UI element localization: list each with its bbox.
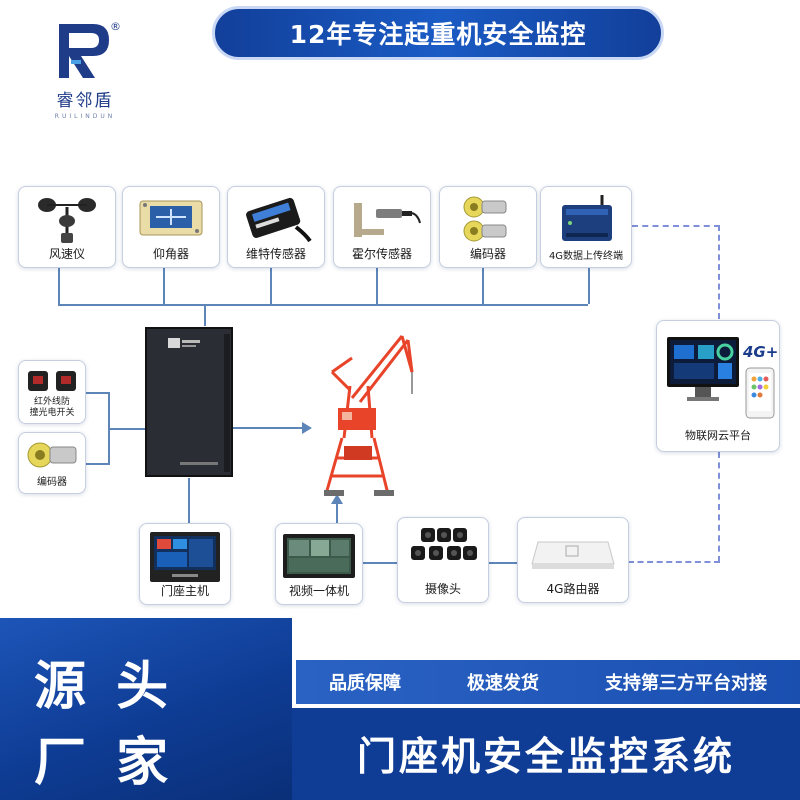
sensor-drop-6	[588, 268, 590, 304]
feature-quality: 品质保障	[329, 673, 401, 694]
router-cloud-dash-h	[628, 561, 720, 563]
sensor-drop-1	[58, 268, 60, 304]
device-card-host-display[interactable]: 门座主机	[139, 523, 231, 605]
sensor-label: 霍尔传感器	[351, 247, 412, 261]
sensor-card-hall-sensor[interactable]: 霍尔传感器	[333, 186, 431, 268]
host-to-crane-arrow	[232, 422, 312, 434]
encoder-icon	[27, 442, 77, 468]
dashboard-monitor-icon	[667, 337, 739, 401]
side-label: 编码器	[37, 477, 67, 488]
feature-third-party: 支持第三方平台对接	[605, 673, 767, 694]
sensor-card-tilt-sensor[interactable]: 维特传感器	[227, 186, 325, 268]
sensor-label: 4G数据上传终端	[548, 251, 624, 262]
brand-pinyin: RUILINDUN	[54, 113, 116, 120]
sensor-label: 仰角器	[152, 247, 189, 261]
sensor-label: 维特传感器	[245, 247, 306, 261]
sensor-card-inclinometer[interactable]: 仰角器	[122, 186, 220, 268]
tilt-sensor-icon	[246, 197, 312, 243]
camera-to-router-line	[489, 562, 517, 564]
feature-fast-shipping: 极速发货	[467, 673, 539, 694]
router-icon	[531, 541, 615, 569]
sensor-card-encoder[interactable]: 编码器	[439, 186, 537, 268]
device-card-router[interactable]: 4G路由器	[517, 517, 629, 603]
left-input-to-host	[108, 428, 148, 430]
terminal-cloud-dash-v	[718, 225, 720, 319]
bus-to-host-line	[204, 304, 206, 326]
sensor-card-anemometer[interactable]: 风速仪	[18, 186, 116, 268]
left-input-line-2	[86, 463, 108, 465]
encoder-icon	[463, 196, 507, 242]
slogan-panel: 源 头 厂 家	[0, 618, 292, 800]
sensor-drop-4	[376, 268, 378, 304]
photoelectric-switch-icon	[28, 371, 76, 391]
device-label: 4G路由器	[546, 582, 600, 596]
device-label: 摄像头	[424, 582, 461, 596]
brand-name: 睿邻盾	[56, 91, 114, 111]
cloud-platform-card[interactable]: 4G+ 物联网云平台	[656, 320, 780, 452]
host-display-icon	[150, 532, 220, 582]
features-bar: 品质保障 极速发货 支持第三方平台对接	[296, 660, 800, 704]
device-card-camera[interactable]: 摄像头	[397, 517, 489, 603]
left-input-line-1	[86, 392, 108, 394]
device-label: 视频一体机	[288, 584, 349, 598]
side-card-photoelectric-switch[interactable]: 红外线防 撞光电开关	[18, 360, 86, 424]
sensor-drop-3	[270, 268, 272, 304]
router-cloud-dash-v	[718, 452, 720, 562]
video-monitor-icon	[283, 534, 355, 578]
slogan-line-2: 厂 家	[34, 733, 175, 793]
brand-logo: ® 睿邻盾 RUILINDUN	[30, 20, 140, 120]
host-cabinet-icon	[145, 327, 233, 477]
slogan-line-1: 源 头	[34, 657, 175, 717]
sensor-drop-5	[482, 268, 484, 304]
side-card-encoder[interactable]: 编码器	[18, 432, 86, 494]
camera-icon	[411, 528, 477, 560]
sensor-card-data-terminal[interactable]: 4G数据上传终端	[540, 186, 632, 268]
footer-title: 门座机安全监控系统	[356, 735, 735, 780]
side-label-line: 撞光电开关	[29, 408, 75, 418]
host-to-display-line	[188, 478, 190, 526]
inclinometer-icon	[139, 200, 203, 236]
footer-bar: 门座机安全监控系统	[292, 708, 800, 800]
anemometer-icon	[38, 198, 96, 243]
sensor-label: 风速仪	[48, 247, 85, 261]
slogan-panel-background	[0, 618, 292, 800]
cloud-platform-label: 物联网云平台	[685, 429, 751, 442]
hall-sensor-icon	[354, 203, 421, 237]
registered-mark: ®	[110, 20, 121, 33]
sensor-drop-2	[163, 268, 165, 304]
network-badge: 4G+	[743, 343, 779, 361]
data-terminal-icon	[562, 195, 612, 241]
sensor-bus-line	[58, 304, 588, 306]
video-to-camera-line	[363, 562, 397, 564]
device-label: 门座主机	[160, 584, 209, 598]
brand-mark-icon	[59, 24, 109, 78]
terminal-cloud-dash-h	[632, 225, 720, 227]
headline-banner: 12年专注起重机安全监控	[212, 6, 664, 60]
smartphone-icon	[745, 367, 775, 419]
side-label-line: 红外线防	[33, 397, 70, 407]
sensor-label: 编码器	[469, 247, 506, 261]
portal-crane-illustration	[324, 335, 414, 496]
headline-text: 12年专注起重机安全监控	[289, 20, 587, 49]
device-card-video-monitor[interactable]: 视频一体机	[275, 523, 363, 605]
